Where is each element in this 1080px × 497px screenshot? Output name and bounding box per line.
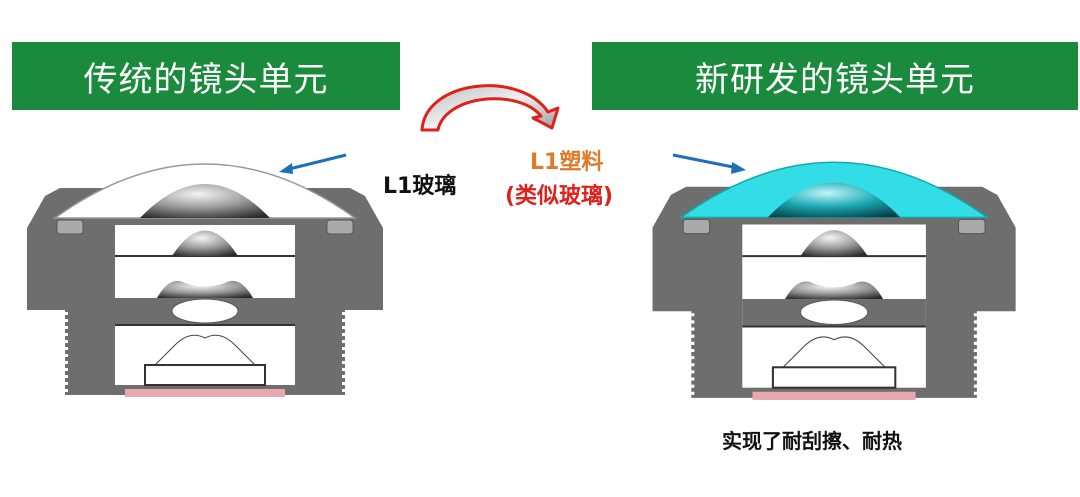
right-title: 新研发的镜头单元 [695, 59, 975, 100]
traditional-lens-unit [27, 153, 383, 397]
pointer-arrow-icon [279, 153, 347, 174]
inner-dome-lens [140, 184, 270, 218]
plastic-lens-note: (类似玻璃) [505, 184, 614, 209]
pointer-arrow-icon [672, 153, 746, 174]
glass-lens-label: L1玻璃 [383, 174, 457, 199]
curved-transition-arrow-icon [420, 84, 560, 132]
plastic-lens-label: L1塑料 [530, 150, 604, 175]
inner-dome-lens [767, 182, 901, 218]
caption: 实现了耐刮擦、耐热 [722, 429, 902, 453]
new-lens-unit [653, 161, 1016, 400]
right-title-bar: 新研发的镜头单元 [592, 42, 1078, 110]
left-title-bar: 传统的镜头单元 [12, 42, 400, 110]
left-title: 传统的镜头单元 [83, 59, 329, 100]
